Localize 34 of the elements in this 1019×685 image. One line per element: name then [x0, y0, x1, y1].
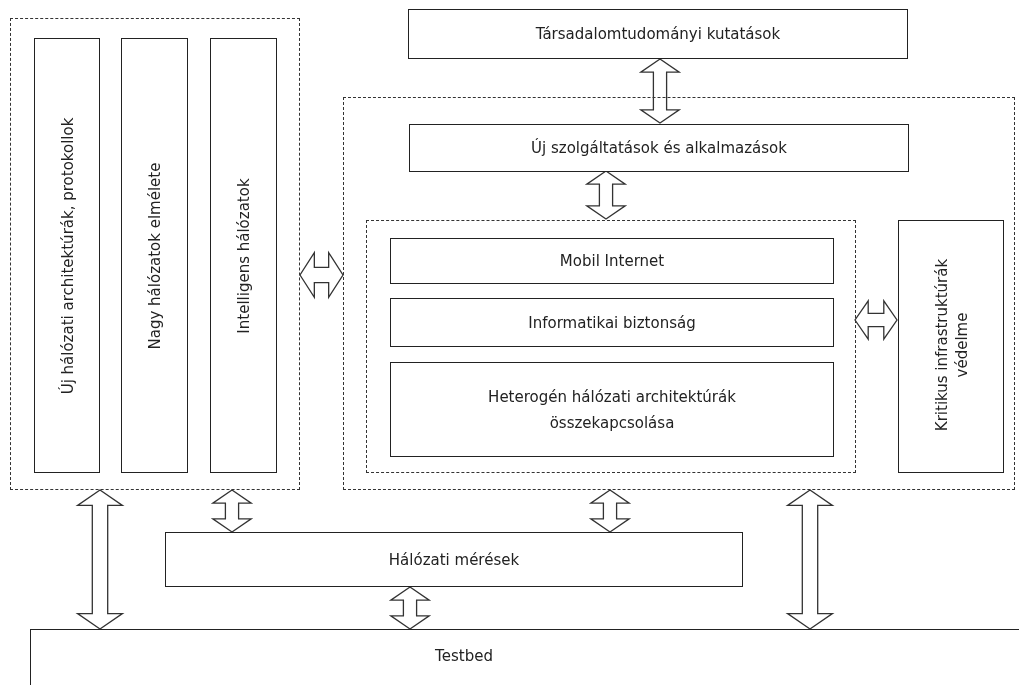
box-label: Mobil Internet — [558, 251, 666, 272]
topic-box — [390, 238, 834, 284]
double-arrow — [584, 170, 628, 220]
topic-box — [210, 38, 277, 473]
double-arrow — [388, 586, 432, 630]
box-label: Informatikai biztonság — [527, 312, 697, 334]
topic-box — [409, 124, 909, 172]
double-arrow — [854, 298, 898, 342]
topic-box — [34, 38, 100, 473]
double-arrow — [588, 489, 632, 533]
topic-box — [30, 629, 1019, 685]
topic-box — [121, 38, 188, 473]
box-label: Intelligens hálózatok — [233, 176, 254, 336]
double-arrow — [638, 58, 682, 124]
topic-box — [898, 220, 1004, 473]
double-arrow — [210, 489, 254, 533]
dashed-group — [366, 220, 856, 473]
topic-box — [408, 9, 908, 59]
topic-box — [390, 298, 834, 347]
double-arrow — [75, 489, 125, 630]
box-label: Testbed — [434, 646, 494, 667]
double-arrow — [299, 250, 344, 300]
double-arrow — [785, 489, 835, 630]
dashed-group — [343, 97, 1015, 490]
dashed-group — [10, 18, 300, 490]
box-label: Új hálózati architektúrák, protokollok — [57, 116, 77, 396]
box-label: Hálózati mérések — [387, 549, 521, 571]
box-label: Heterogén hálózati architektúrák összekapcsolása — [487, 386, 737, 434]
box-label: Új szolgáltatások és alkalmazások — [530, 137, 788, 159]
topic-box — [390, 362, 834, 457]
topic-box — [165, 532, 743, 587]
box-label: Nagy hálózatok elmélete — [144, 161, 165, 351]
box-label: Társadalomtudományi kutatások — [534, 24, 782, 45]
box-label: Kritikus infrastruktúrák védelme — [931, 257, 971, 433]
